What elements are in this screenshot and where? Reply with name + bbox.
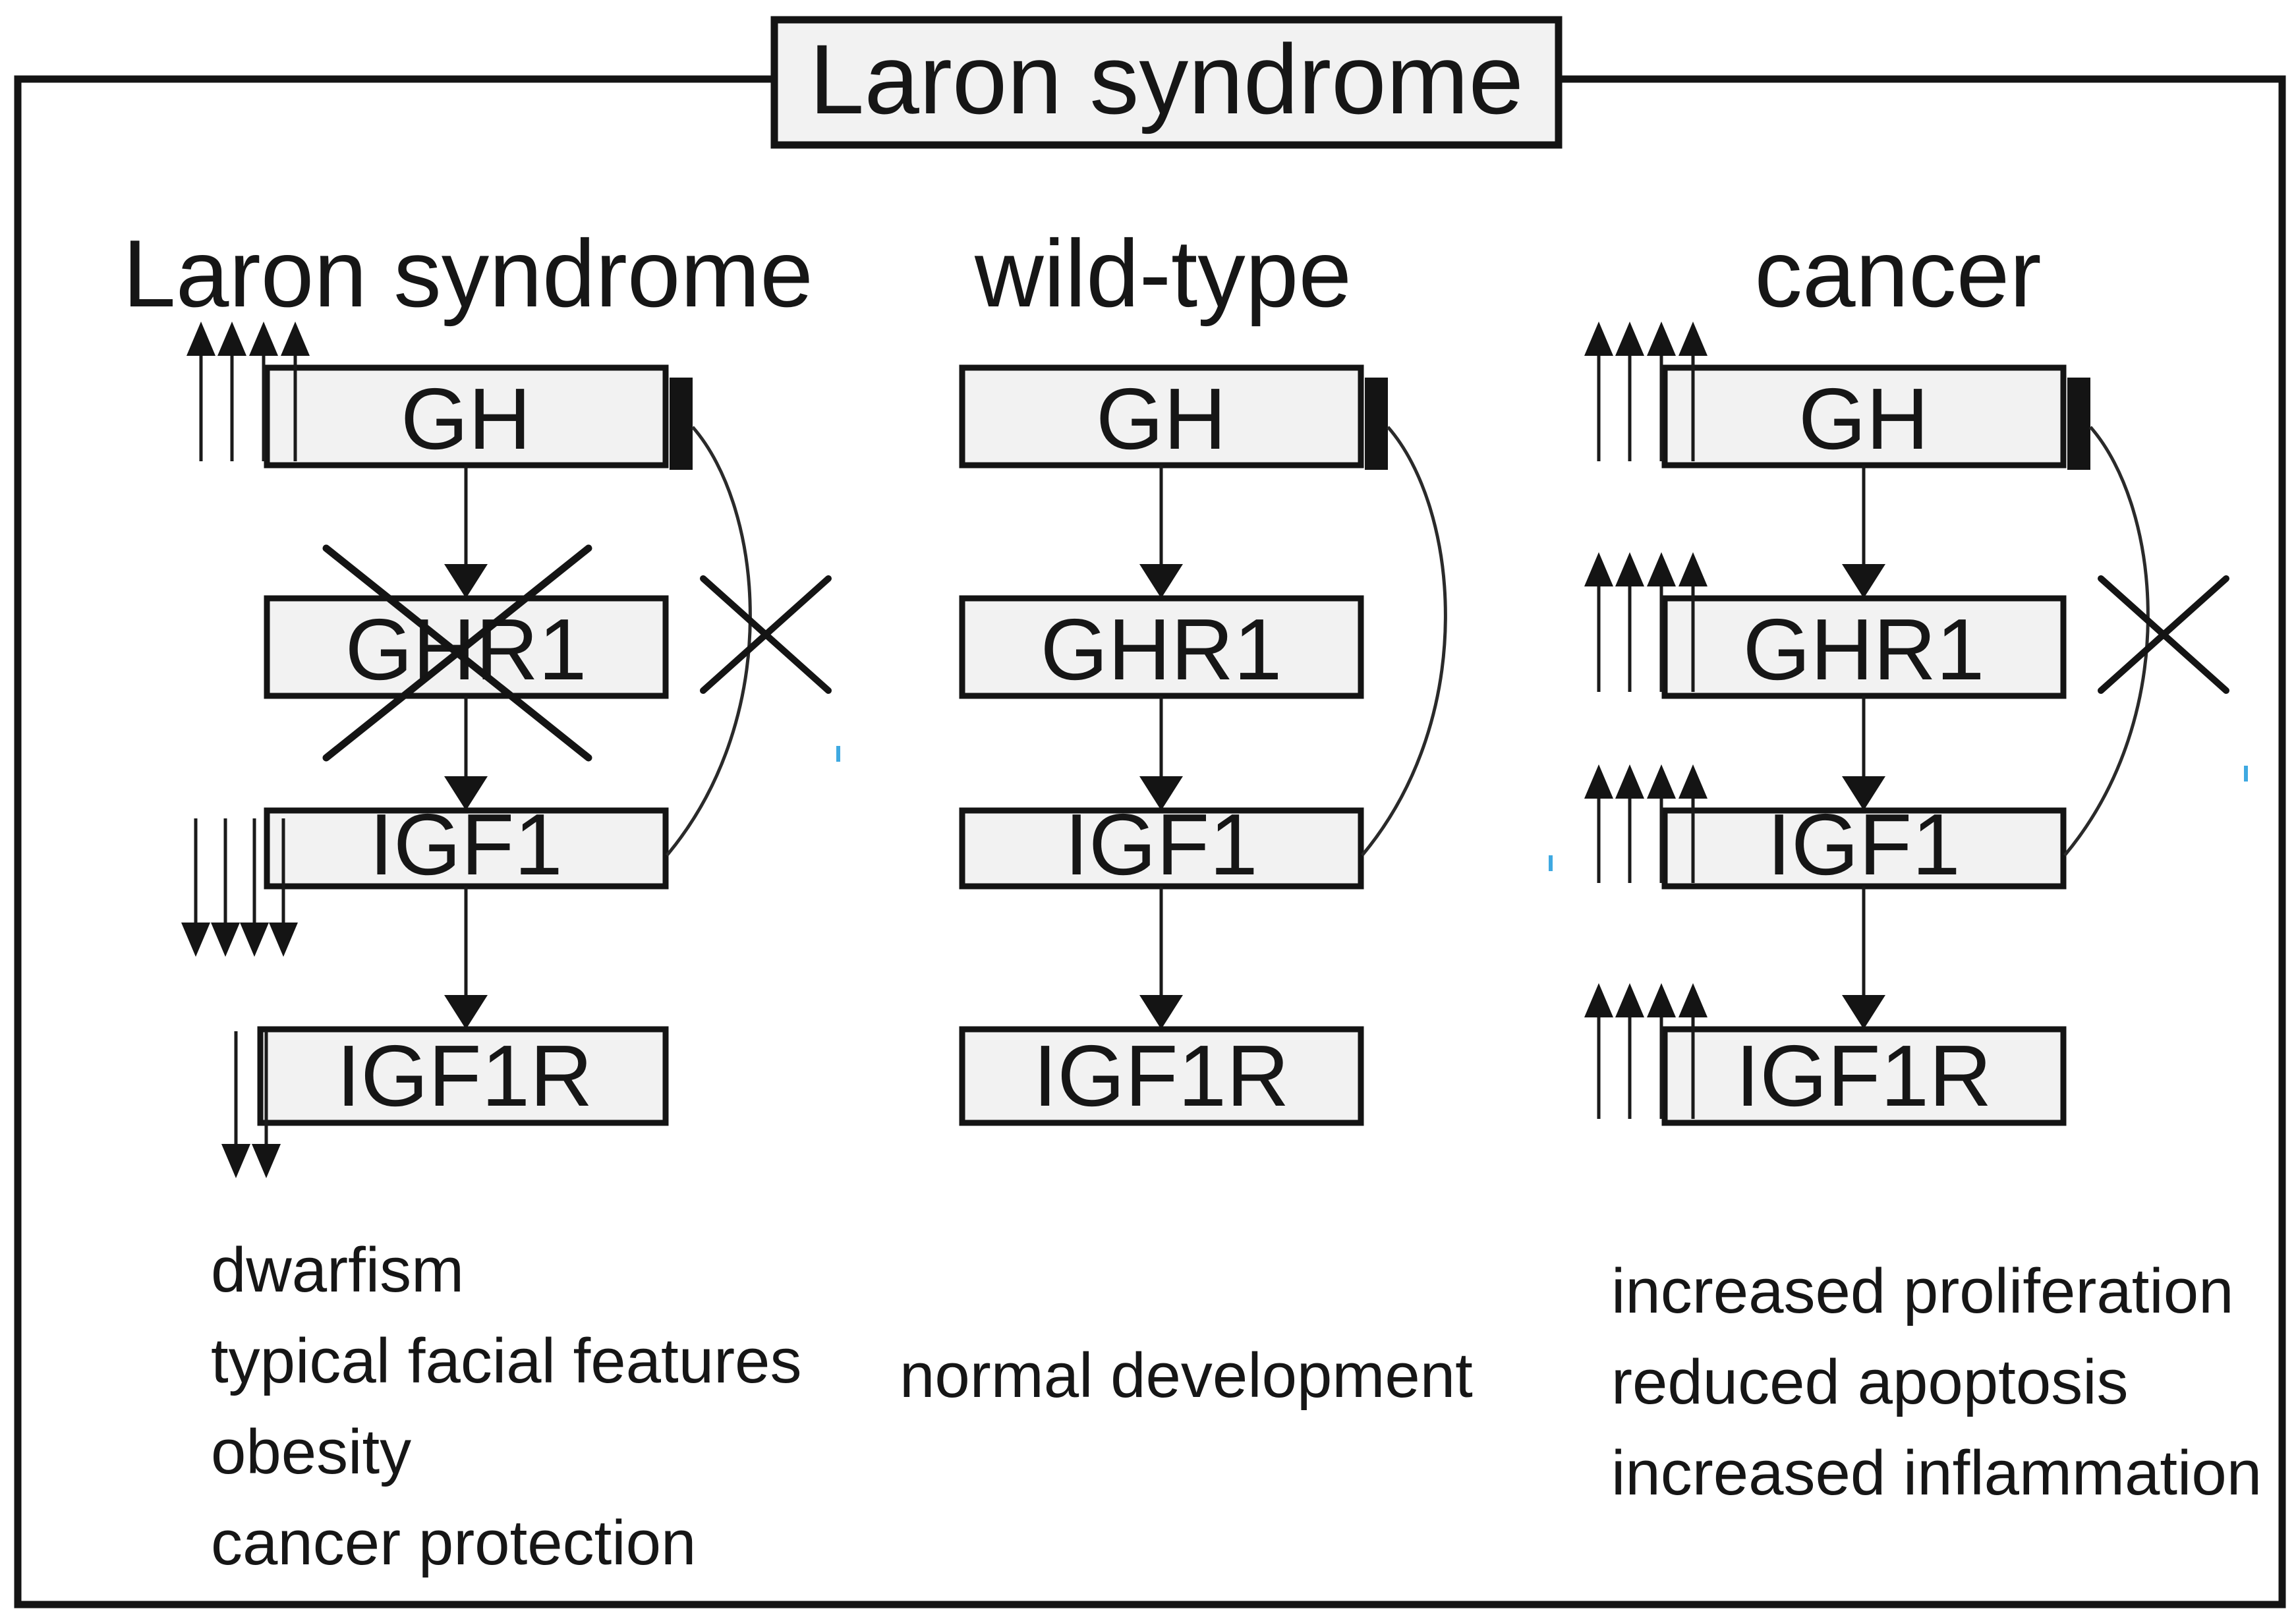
column-header-wild-type: wild-type [974,220,1352,327]
arrow-gh-to-ghr1 [1139,465,1183,598]
column-wild-type: wild-type GH GHR1 IGF1 IGF1R normal deve… [900,220,1473,1411]
column-header-laron: Laron syndrome [123,220,813,327]
igf1-box [959,807,1364,890]
blue-artifact-mark [2244,766,2248,782]
outcome-text: normal development [900,1340,1473,1411]
inhibition-bar-icon [1365,378,1388,470]
ghr1-label: GHR1 [1743,601,1985,698]
blue-artifact-mark [1549,855,1553,871]
igf1-label: IGF1 [1064,796,1257,893]
gh-label: GH [1798,370,1929,467]
igf1r-label: IGF1R [1033,1027,1290,1124]
igf1r-box [1661,1026,2067,1126]
outcome-text: increased proliferation [1611,1256,2234,1326]
igf1-downregulation-arrows-icon [181,818,298,957]
feedback-inhibition-curve [666,426,752,857]
igf1-upregulation-arrows-icon [1584,764,1708,883]
feedback-inhibition-curve [1361,426,1447,857]
cancer-outcomes: increased proliferation reduced apoptosi… [1611,1256,2262,1508]
outcome-text: reduced apoptosis [1611,1347,2129,1417]
arrow-ghr1-to-igf1 [444,696,488,810]
title-box-frame [770,16,1563,149]
igf1r-upregulation-arrows-icon [1584,983,1708,1119]
outcome-text: typical facial features [211,1326,801,1396]
outcome-text: obesity [211,1417,411,1487]
arrow-gh-to-ghr1 [444,465,488,598]
arrow-igf1-to-igf1r [444,886,488,1029]
diagram-title: Laron syndrome [809,24,1524,134]
igf1r-label: IGF1R [1736,1027,1992,1124]
arrow-gh-to-ghr1 [1842,465,1885,598]
igf1r-downregulation-arrows-icon [221,1031,281,1178]
arrow-ghr1-to-igf1 [1139,696,1183,810]
feedback-blocked-x-icon [2098,575,2229,694]
gh-upregulation-arrows-icon [1584,322,1708,461]
outcome-text: increased inflammation [1611,1438,2262,1508]
inhibition-bar-icon [670,378,693,470]
gh-label: GH [401,370,531,467]
feedback-blocked-x-icon [700,575,832,694]
ghr1-label: GHR1 [1041,601,1282,698]
ghr1-upregulation-arrows-icon [1584,552,1708,692]
column-laron-syndrome: Laron syndrome GH GHR1 IGF1 IGF1R [123,220,832,1578]
ghr1-box [1661,595,2067,699]
igf1r-box [959,1026,1364,1126]
ghr1-knockout-x-icon [322,544,592,762]
blue-artifact-mark [836,746,840,762]
gh-label: GH [1096,370,1226,467]
gh-upregulation-arrows-icon [187,322,310,461]
arrow-ghr1-to-igf1 [1842,696,1885,810]
title-box: Laron syndrome [770,16,1563,149]
wild-type-outcomes: normal development [900,1340,1473,1411]
outcome-text: cancer protection [211,1508,696,1578]
feedback-inhibition-curve [2063,426,2150,857]
column-header-cancer: cancer [1754,220,2041,327]
igf1-label: IGF1 [369,796,562,893]
ghr1-box [959,595,1364,699]
igf1r-box [257,1026,669,1126]
arrow-igf1-to-igf1r [1139,886,1183,1029]
gh-box [1661,364,2067,469]
igf1-label: IGF1 [1767,796,1960,893]
laron-outcomes: dwarfism typical facial features obesity… [211,1235,801,1578]
arrow-igf1-to-igf1r [1842,886,1885,1029]
column-cancer: cancer GH GHR1 IGF1 IGF1R [1584,220,2262,1508]
inhibition-bar-icon [2067,378,2090,470]
outcome-text: dwarfism [211,1235,464,1305]
igf1r-label: IGF1R [337,1027,593,1124]
